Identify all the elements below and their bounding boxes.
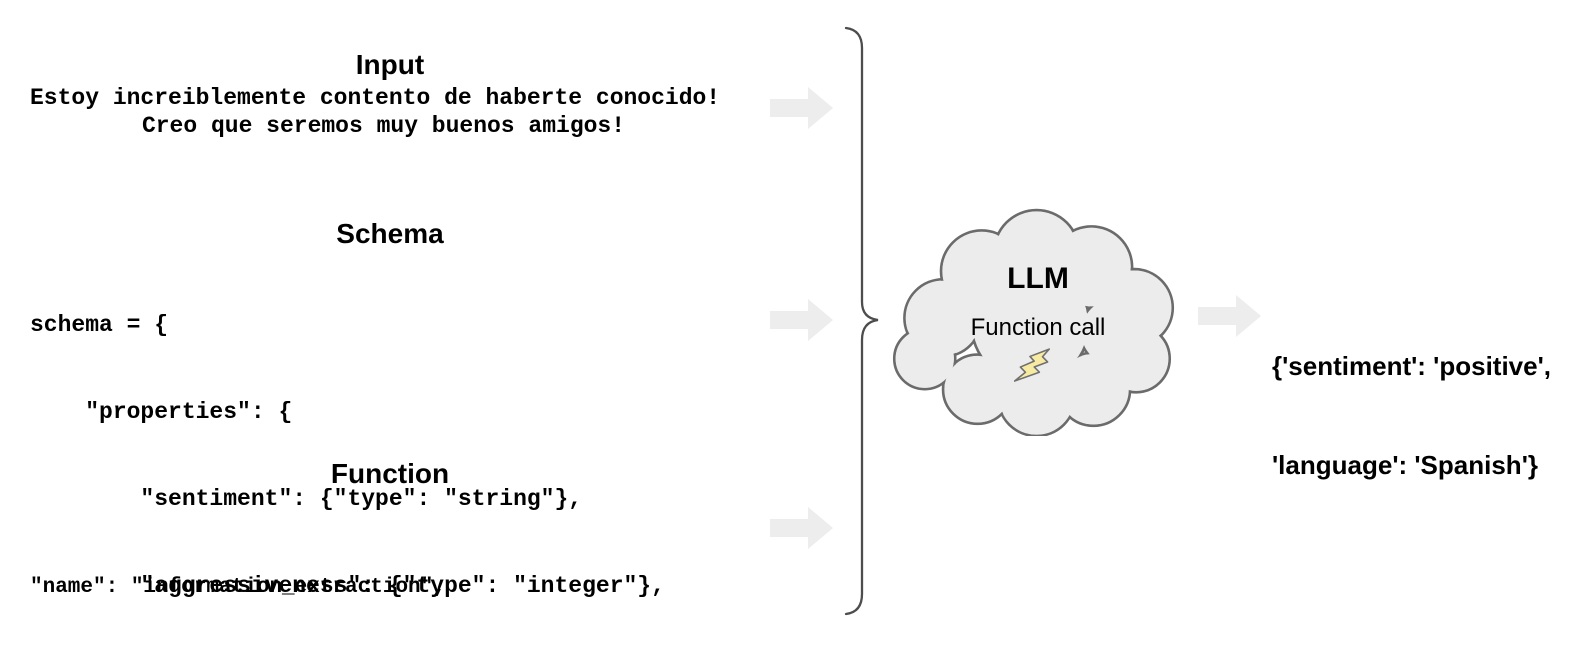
function-code-line: "name": "information_extraction", [30, 576, 446, 599]
input-text-line: Creo que seremos muy buenos amigos! [141, 113, 626, 139]
input-section: Estoy increiblemente contento de haberte… [20, 84, 747, 140]
schema-code-line: "aggressiveness": {"type": "integer"}, [30, 573, 665, 599]
cloud-shape [892, 208, 1175, 436]
schema-code-block: schema = { "properties": { "sentiment": … [30, 253, 665, 647]
input-section-title: Input [355, 49, 425, 80]
schema-code-line: "properties": { [30, 399, 293, 425]
lightning-bolt-icon [1014, 348, 1051, 382]
llm-title: LLM [1007, 262, 1069, 295]
arrow-right-icon [770, 507, 833, 549]
arrow-right-icon [1198, 295, 1261, 337]
curly-brace [844, 26, 879, 616]
function-section-title: Function [330, 458, 450, 489]
input-text-line: Estoy increiblemente contento de haberte… [30, 85, 721, 111]
function-code-block: "name": "information_extraction", "descr… [30, 493, 736, 647]
arrow-right-icon [770, 299, 833, 341]
schema-section-title: Schema [336, 218, 444, 249]
schema-code-line: schema = { [30, 312, 169, 338]
output-line: {'sentiment': 'positive', [1272, 351, 1552, 381]
schema-code-line: "sentiment": {"type": "string"}, [30, 486, 583, 512]
output-text: {'sentiment': 'positive', 'language': 'S… [1272, 284, 1572, 548]
arrow-right-icon [770, 87, 833, 129]
output-line: 'language': 'Spanish'} [1272, 450, 1538, 480]
llm-subtitle: Function call [970, 314, 1106, 341]
